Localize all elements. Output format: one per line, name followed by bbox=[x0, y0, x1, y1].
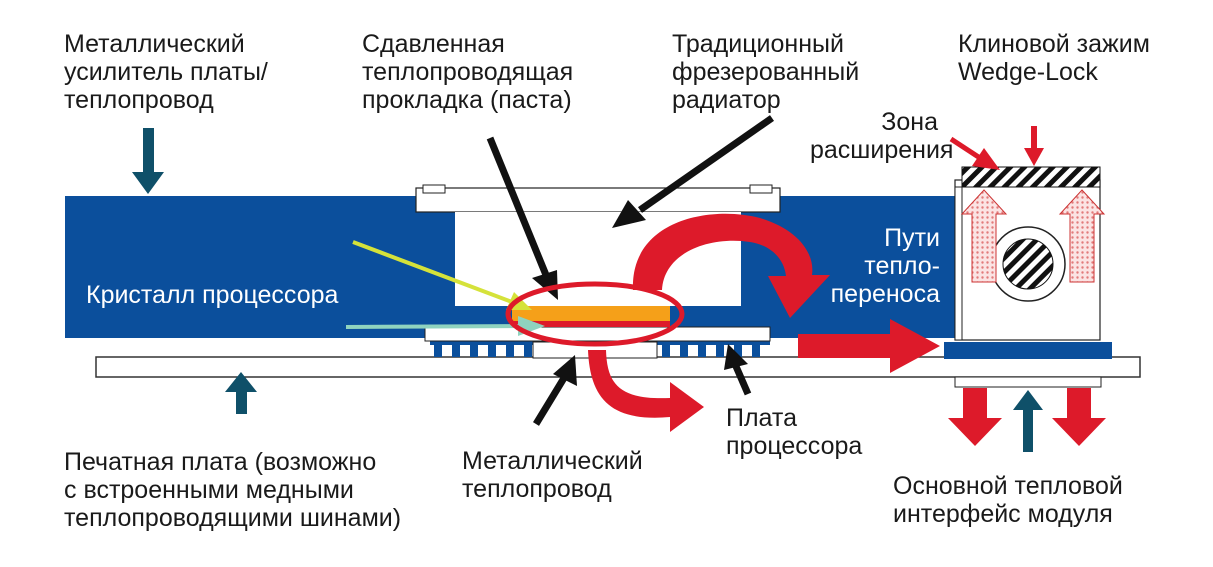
label-cpu-board: Плата процессора bbox=[726, 404, 863, 460]
label-cpu-die: Кристалл процессора bbox=[86, 281, 339, 309]
label-metal-heatpipe: Металлический теплопровод bbox=[462, 447, 643, 503]
label-milled-radiator: Традиционный фрезерованный радиатор bbox=[672, 30, 860, 114]
wedge-lock-bolt-inner bbox=[1002, 238, 1054, 290]
pcb-board bbox=[95, 356, 1141, 378]
cpu-die-base bbox=[512, 321, 670, 327]
expansion-arrow-right bbox=[1058, 189, 1106, 283]
radiator-screw-left bbox=[422, 184, 446, 194]
expansion-arrow-left bbox=[960, 189, 1008, 283]
interface-arrow-right bbox=[1052, 388, 1106, 446]
module-base bbox=[954, 376, 1102, 388]
bga-pins bbox=[434, 344, 760, 357]
label-module-interface: Основной тепловой интерфейс модуля bbox=[893, 472, 1123, 528]
pointer-arrows-teal bbox=[132, 128, 1043, 452]
pointer-arrows-red bbox=[949, 126, 1044, 170]
wedge-lock-side-left bbox=[954, 186, 963, 341]
stiffener-down-arrow bbox=[132, 128, 164, 194]
label-metal-stiffener: Металлический усилитель платы/ теплопров… bbox=[64, 30, 268, 114]
label-heat-paths: Пути тепло- переноса bbox=[830, 224, 940, 308]
label-pressed-pad: Сдавленная теплопроводящая прокладка (па… bbox=[362, 30, 574, 114]
heat-flow-right-arrow bbox=[798, 319, 940, 373]
module-interface-strip bbox=[944, 342, 1112, 359]
wedge-lock-hatched-top bbox=[961, 166, 1101, 188]
module-interface-up-arrow bbox=[1013, 390, 1043, 452]
heat-flow-down-arrow bbox=[588, 350, 704, 432]
interface-arrow-left bbox=[948, 388, 1002, 446]
metal-stiffener bbox=[65, 196, 955, 345]
cpu-die bbox=[512, 306, 670, 321]
pcb-up-arrow bbox=[225, 372, 257, 414]
radiator-screw-right bbox=[749, 184, 773, 194]
label-wedge-lock: Клиновой зажим Wedge-Lock bbox=[958, 30, 1150, 86]
die-highlight-ellipse bbox=[505, 281, 685, 347]
label-pcb: Печатная плата (возможно с встроенными м… bbox=[64, 448, 402, 532]
cpu-board bbox=[424, 326, 771, 342]
radiator-top bbox=[415, 187, 781, 213]
pointer-arrows-black bbox=[486, 115, 775, 426]
heat-flow-arc bbox=[632, 213, 830, 318]
label-expansion-zone: Зона расширения bbox=[810, 108, 954, 164]
